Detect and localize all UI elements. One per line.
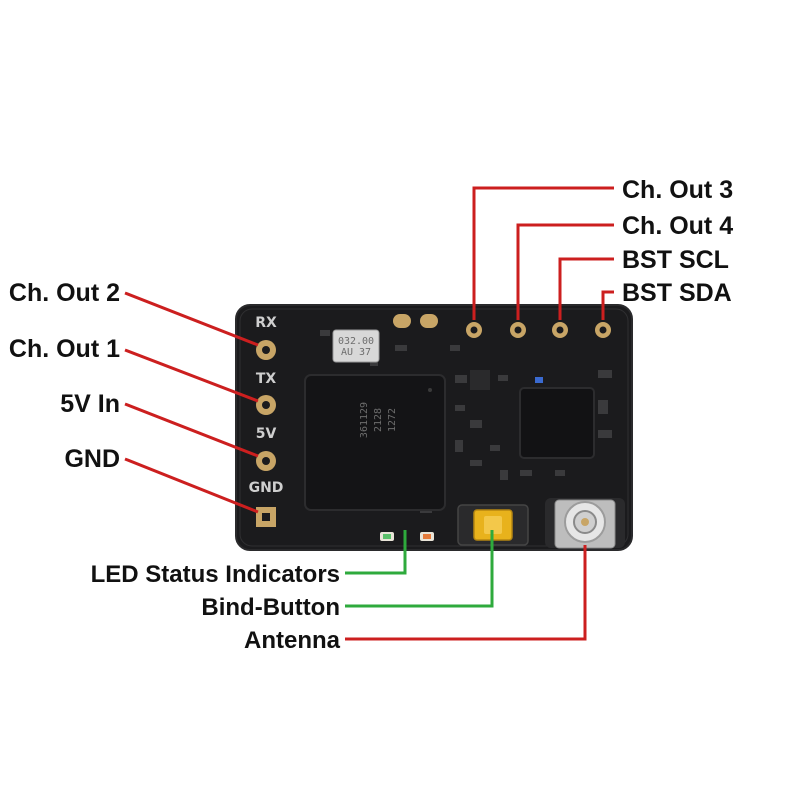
label-5v-in: 5V In: [60, 390, 120, 418]
line-bind-button: [345, 530, 494, 608]
label-bind-button: Bind-Button: [201, 594, 340, 621]
label-antenna: Antenna: [244, 627, 341, 654]
label-ch-out-1: Ch. Out 1: [9, 335, 120, 363]
line-antenna: [345, 545, 587, 641]
silk-5v: 5V: [256, 426, 277, 442]
crystal-text-2: AU 37: [341, 347, 371, 358]
label-led-status: LED Status Indicators: [91, 561, 340, 588]
label-ch-out-3: Ch. Out 3: [622, 176, 733, 204]
top-pads: [393, 314, 611, 338]
main-rf-chip: 1272 2128 361129: [304, 374, 446, 511]
silk-rx: RX: [255, 315, 277, 331]
chip-text-1: 1272: [387, 408, 398, 432]
silk-gnd: GND: [249, 480, 284, 496]
bind-button-component: [457, 504, 529, 546]
label-bst-sda: BST SDA: [622, 279, 732, 307]
pcb-board: 032.00 AU 37 1272 2128 361129: [235, 304, 633, 551]
led-indicators: [380, 532, 434, 541]
line-bst-scl: [558, 257, 614, 320]
secondary-chip: [519, 377, 595, 459]
line-ch-out-4: [516, 223, 614, 320]
callout-lines-green: [345, 530, 494, 608]
callout-lines-red: [124, 186, 614, 641]
antenna-connector: [545, 498, 625, 549]
label-gnd: GND: [64, 445, 120, 473]
label-ch-out-2: Ch. Out 2: [9, 279, 120, 307]
chip-text-3: 361129: [359, 402, 370, 438]
line-ch-out-2: [124, 291, 259, 347]
crystal-text-1: 032.00: [338, 336, 374, 347]
chip-text-2: 2128: [373, 408, 384, 432]
line-ch-out-1: [124, 348, 259, 403]
silkscreen-left: RX TX 5V GND: [249, 315, 284, 496]
silk-tx: TX: [256, 371, 277, 387]
line-gnd: [124, 457, 259, 514]
line-ch-out-3: [472, 186, 614, 320]
line-5v-in: [124, 402, 259, 458]
label-bst-scl: BST SCL: [622, 246, 729, 274]
crystal-oscillator: 032.00 AU 37: [332, 329, 380, 363]
line-bst-sda: [601, 290, 614, 320]
label-ch-out-4: Ch. Out 4: [622, 212, 733, 240]
line-led-status: [345, 530, 407, 575]
left-pin-pads: [256, 340, 276, 527]
